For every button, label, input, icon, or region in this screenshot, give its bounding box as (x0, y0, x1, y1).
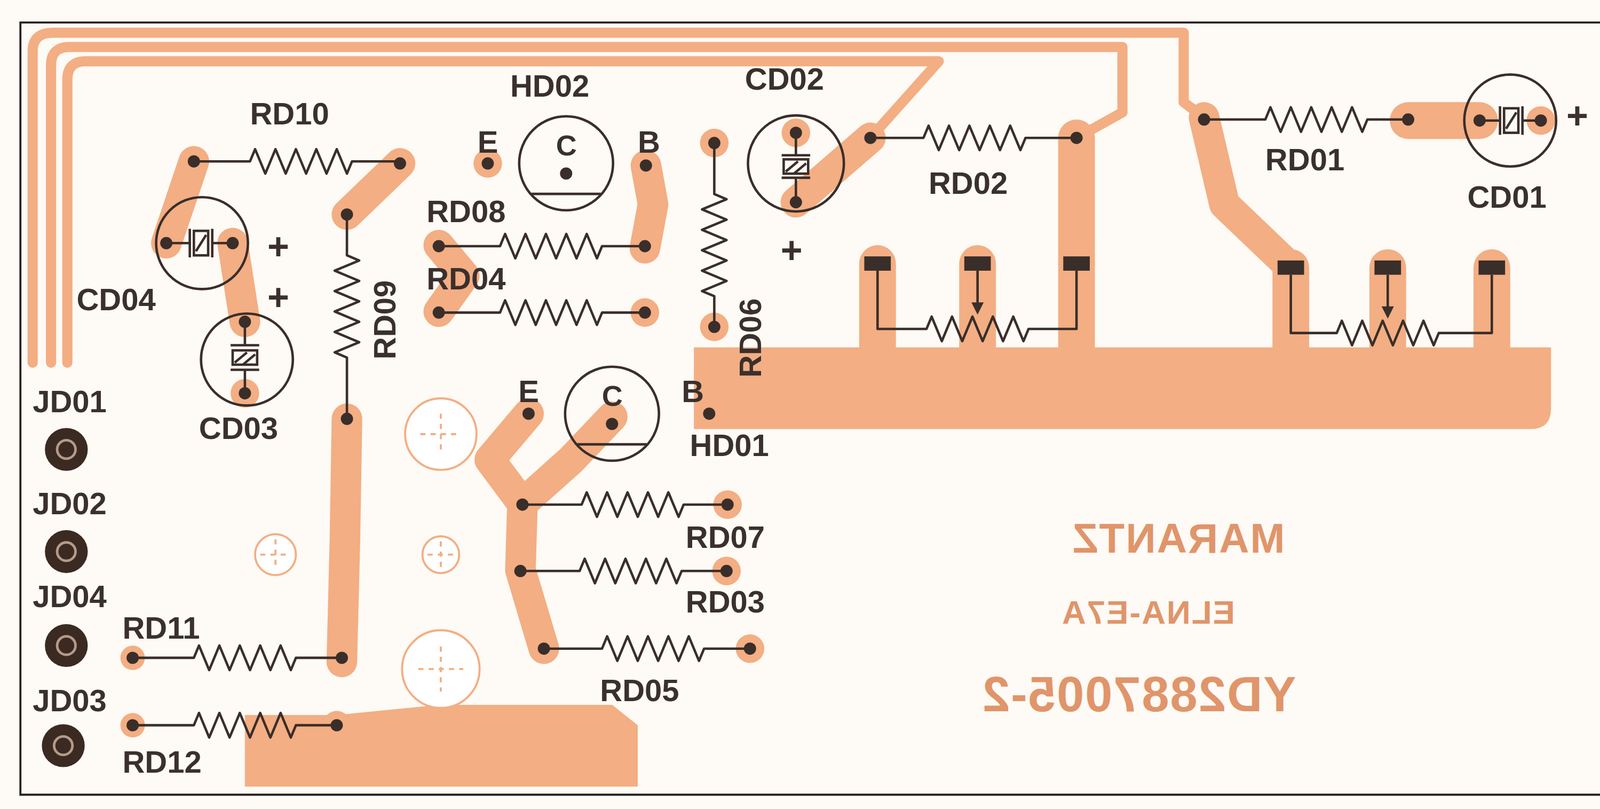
transistor-circle: C (563, 364, 662, 463)
part-label: CD02 (745, 63, 825, 95)
part-label: RD06 (734, 298, 766, 378)
pin-label: C (563, 381, 662, 410)
board-marking: YD2887005-2 (981, 669, 1297, 719)
part-label: HD01 (690, 429, 770, 461)
part-label: E (477, 126, 499, 158)
part-label: HD02 (510, 70, 590, 102)
part-label: RD01 (1265, 144, 1345, 176)
part-label: E (518, 375, 540, 407)
transistor-flat (577, 442, 647, 446)
copper-areas (244, 346, 1551, 787)
part-label: + (267, 227, 290, 266)
part-label: B (637, 126, 661, 158)
part-label: JD03 (32, 684, 107, 716)
capacitor-symbols (156, 74, 1557, 406)
pin-label: C (517, 130, 616, 160)
solder-dots (126, 113, 1547, 731)
part-label: RD10 (249, 98, 329, 130)
part-label: JD01 (32, 385, 107, 417)
part-label: CD04 (76, 283, 156, 315)
part-label: + (1566, 97, 1589, 135)
copper-traces (32, 32, 1492, 662)
board-border (20, 22, 1600, 795)
part-label: RD12 (122, 746, 202, 778)
part-label: + (780, 231, 803, 269)
copper-pads (120, 105, 1556, 740)
board-marking: MARANTZ (1071, 517, 1286, 559)
collector-dot (560, 167, 573, 180)
mounting-holes (255, 398, 480, 708)
part-label: RD05 (599, 674, 679, 706)
part-label: CD03 (199, 412, 279, 444)
trimmer-symbols (864, 256, 1506, 345)
transistor-circle: C (517, 114, 616, 213)
transistor-body (565, 366, 660, 461)
part-label: RD08 (426, 195, 506, 227)
part-label: RD02 (928, 167, 1008, 199)
part-label: RD09 (369, 280, 401, 360)
part-label: CD01 (1467, 181, 1547, 213)
part-label: RD11 (122, 612, 200, 644)
resistor-symbols (132, 107, 1409, 738)
transistor-body (519, 116, 614, 211)
transistor-flat (531, 192, 601, 196)
transistor-outline (563, 364, 662, 463)
part-label: RD04 (426, 263, 506, 295)
part-label: RD03 (685, 585, 765, 617)
transistor-outline (517, 114, 616, 213)
board-marking: ELNA-E7A (1060, 595, 1235, 629)
part-label: B (681, 375, 704, 407)
part-label: RD07 (685, 521, 765, 553)
part-label: + (267, 278, 290, 316)
collector-dot (606, 417, 619, 430)
part-label: JD04 (32, 580, 107, 612)
part-label: JD02 (32, 487, 107, 519)
